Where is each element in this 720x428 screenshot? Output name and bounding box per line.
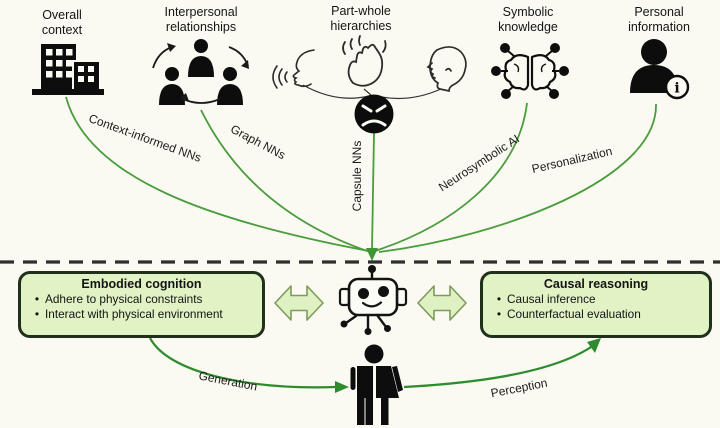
- bullet-dot: •: [34, 307, 40, 321]
- head-profile-icon: [426, 46, 467, 93]
- label-symbolic-knowledge: Symbolic knowledge: [498, 5, 558, 34]
- person-info-icon: i: [630, 39, 690, 100]
- robot-icon: [338, 265, 408, 335]
- causal-reasoning-title: Causal reasoning: [543, 277, 649, 291]
- info-letter: i: [674, 81, 679, 97]
- embodied-cognition-box: Embodied cognition • Adhere to physical …: [18, 271, 265, 338]
- angry-face-icon: [354, 94, 394, 134]
- bullet-dot: •: [496, 307, 502, 321]
- bullet-text: Counterfactual evaluation: [507, 307, 641, 321]
- embodied-bullet-2: • Interact with physical environment: [29, 307, 254, 322]
- label-overall-context: Overall context: [41, 8, 83, 37]
- causal-bullet-1: • Causal inference: [491, 292, 701, 307]
- label-interpersonal-relationships: Interpersonal relationships: [164, 5, 238, 34]
- people-cycle-icon: [152, 39, 249, 105]
- waving-hand-icon: [342, 35, 387, 87]
- double-arrows: [274, 285, 467, 321]
- bullet-dot: •: [34, 292, 40, 306]
- embodied-cognition-title: Embodied cognition: [81, 277, 202, 291]
- right-double-arrow: [417, 285, 467, 321]
- speaking-face-icon: [272, 49, 315, 89]
- bullet-text: Adhere to physical constraints: [45, 292, 203, 306]
- converging-green-curves: [65, 96, 657, 253]
- label-capsule-nns: Capsule NNs: [350, 140, 364, 212]
- label-personal-information: Personal information: [628, 5, 690, 34]
- bullet-text: Causal inference: [507, 292, 596, 306]
- brain-network-icon: [491, 43, 569, 99]
- bullet-dot: •: [496, 292, 502, 306]
- bullet-text: Interact with physical environment: [45, 307, 223, 321]
- label-part-whole-hierarchies: Part-whole hierarchies: [330, 4, 392, 33]
- building-icon: [32, 44, 104, 95]
- human-icon: [350, 344, 403, 425]
- convergence-arrowhead: [366, 248, 378, 261]
- causal-reasoning-box: Causal reasoning • Causal inference • Co…: [480, 271, 712, 338]
- generation-arrow: [148, 337, 349, 393]
- embodied-bullet-1: • Adhere to physical constraints: [29, 292, 254, 307]
- left-double-arrow: [274, 285, 324, 321]
- causal-bullet-2: • Counterfactual evaluation: [491, 307, 701, 322]
- perception-arrow: [403, 338, 601, 389]
